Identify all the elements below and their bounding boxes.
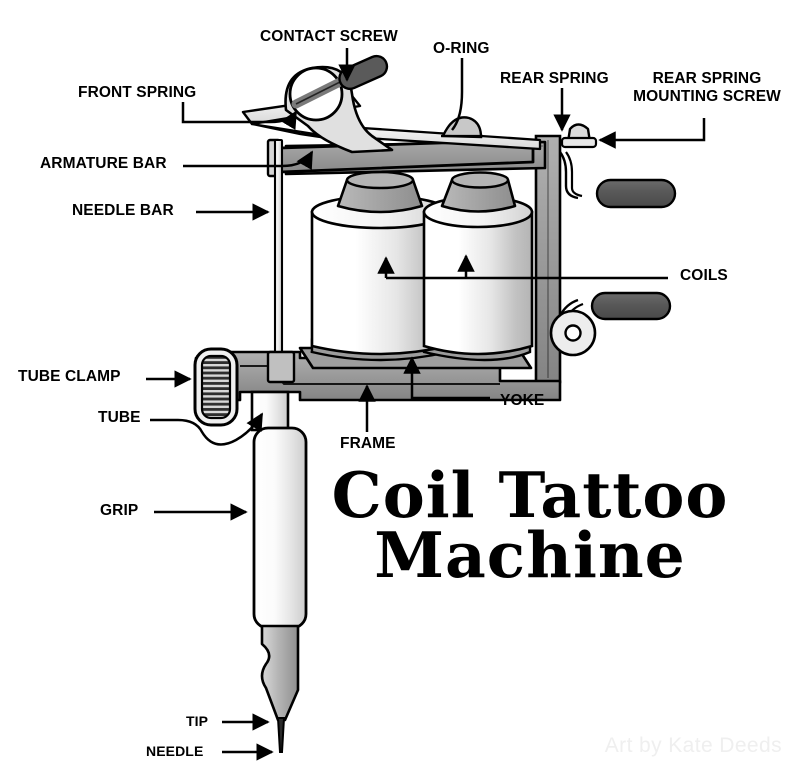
- needle-bar-part: [266, 138, 296, 384]
- label-tube-clamp: TUBE CLAMP: [18, 368, 121, 385]
- label-yoke: YOKE: [500, 392, 545, 409]
- label-frame: FRAME: [340, 435, 396, 452]
- page-title: Coil Tattoo Machine: [330, 458, 730, 592]
- label-contact-screw: CONTACT SCREW: [260, 28, 398, 45]
- label-grip: GRIP: [100, 502, 139, 519]
- label-front-spring: FRONT SPRING: [78, 84, 197, 101]
- tube-part: [250, 390, 290, 432]
- label-needle-bar: NEEDLE BAR: [72, 202, 174, 219]
- leader-armature-bar: [183, 150, 314, 171]
- coil-rear: [422, 171, 534, 356]
- title-line-1: Coil Tattoo: [331, 458, 729, 532]
- needle-part: [276, 717, 286, 753]
- leader-yoke: [403, 356, 490, 400]
- label-o-ring: O-RING: [433, 40, 490, 57]
- leader-o-ring: [451, 58, 464, 131]
- binding-post-lower: [549, 291, 672, 357]
- leader-lines: [146, 48, 706, 761]
- tip-part: [260, 624, 300, 722]
- leader-tube: [150, 412, 264, 446]
- label-tip: TIP: [186, 713, 209, 729]
- label-tube: TUBE: [98, 409, 141, 426]
- tube-clamp-part: [193, 347, 239, 427]
- leader-front-spring: [181, 102, 298, 131]
- label-armature-bar: ARMATURE BAR: [40, 155, 167, 172]
- leader-rear-spring-mounting-screw: [598, 118, 706, 149]
- title-line-2: Machine: [374, 517, 686, 592]
- label-rear-spring-mounting-screw: REAR SPRING MOUNTING SCREW: [627, 70, 787, 107]
- label-coils: COILS: [680, 267, 728, 284]
- label-needle: NEEDLE: [146, 743, 204, 759]
- artist-watermark: Art by Kate Deeds: [604, 734, 782, 757]
- rear-spring-mounting-screw-part: [560, 123, 598, 149]
- binding-post-upper: [559, 151, 677, 209]
- label-rear-spring-mounting-screw-line2: MOUNTING SCREW: [633, 88, 781, 106]
- label-rear-spring: REAR SPRING: [500, 70, 609, 87]
- label-rear-spring-mounting-screw-line1: REAR SPRING: [652, 70, 762, 87]
- machine-assembly: [193, 54, 677, 753]
- grip-part: [252, 426, 308, 630]
- o-ring-part: [441, 116, 483, 139]
